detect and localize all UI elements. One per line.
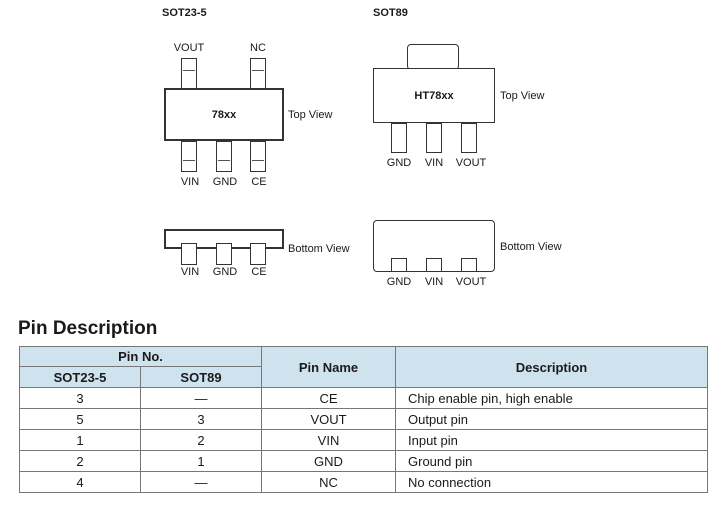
cell-sot89: 3	[140, 408, 262, 430]
pin-lead	[426, 123, 442, 153]
pin-label-nc: NC	[250, 42, 266, 54]
header-sot23: SOT23-5	[19, 366, 141, 388]
header-pin-name: Pin Name	[261, 346, 396, 388]
cell-sot89: —	[140, 387, 262, 409]
sot89-tab	[407, 44, 459, 70]
cell-pin-name: NC	[261, 471, 396, 493]
header-sot89: SOT89	[140, 366, 262, 388]
cell-sot89: 1	[140, 450, 262, 472]
pin-label-gnd: GND	[212, 176, 238, 188]
pin-lead	[216, 243, 232, 265]
pin-lead	[181, 141, 197, 172]
table-row: 2 1 GND Ground pin	[19, 450, 708, 472]
pin-description-table: Pin No. Pin Name Description SOT23-5 SOT…	[19, 346, 708, 493]
header-description: Description	[395, 346, 708, 388]
cell-sot23: 5	[19, 408, 141, 430]
table-row: 4 — NC No connection	[19, 471, 708, 493]
cell-sot23: 3	[19, 387, 141, 409]
sot89-title: SOT89	[373, 7, 408, 19]
header-pin-no: Pin No.	[19, 346, 262, 367]
pin-lead	[250, 243, 266, 265]
pin-label-ce: CE	[251, 266, 267, 278]
pin-lead	[181, 243, 197, 265]
cell-pin-name: VIN	[261, 429, 396, 451]
cell-sot89: —	[140, 471, 262, 493]
pin-label-vin: VIN	[180, 176, 200, 188]
cell-sot23: 2	[19, 450, 141, 472]
pin-lead	[250, 141, 266, 172]
pin-label-vout: VOUT	[455, 157, 487, 169]
cell-description: Ground pin	[395, 450, 708, 472]
pin-label-gnd: GND	[386, 157, 412, 169]
cell-description: Output pin	[395, 408, 708, 430]
sot23-chip-body	[164, 88, 284, 141]
cell-description: No connection	[395, 471, 708, 493]
sot89-chip-body	[373, 68, 495, 123]
cell-pin-name: GND	[261, 450, 396, 472]
pin-label-vin: VIN	[424, 157, 444, 169]
pin-label-gnd: GND	[212, 266, 238, 278]
pin-lead	[250, 58, 266, 89]
cell-description: Input pin	[395, 429, 708, 451]
cell-sot23: 4	[19, 471, 141, 493]
cell-sot23: 1	[19, 429, 141, 451]
pin-lead	[461, 258, 477, 272]
pin-lead	[216, 141, 232, 172]
pin-label-vin: VIN	[424, 276, 444, 288]
cell-pin-name: CE	[261, 387, 396, 409]
pin-label-ce: CE	[251, 176, 267, 188]
sot89-chip-label: HT78xx	[414, 90, 454, 102]
sot23-top-view-label: Top View	[288, 109, 333, 121]
cell-pin-name: VOUT	[261, 408, 396, 430]
pin-label-vout: VOUT	[173, 42, 205, 54]
table-row: 3 — CE Chip enable pin, high enable	[19, 387, 708, 409]
pin-label-vout: VOUT	[455, 276, 487, 288]
table-row: 5 3 VOUT Output pin	[19, 408, 708, 430]
sot89-top-view-label: Top View	[500, 90, 545, 102]
sot23-chip-label: 78xx	[211, 109, 237, 121]
pin-lead	[426, 258, 442, 272]
pin-lead	[461, 123, 477, 153]
sot89-bottom-view-label: Bottom View	[500, 241, 562, 253]
pin-label-vin: VIN	[180, 266, 200, 278]
sot23-bottom-view-label: Bottom View	[288, 243, 350, 255]
section-title: Pin Description	[18, 318, 158, 339]
pin-label-gnd: GND	[386, 276, 412, 288]
table-row: 1 2 VIN Input pin	[19, 429, 708, 451]
pin-lead	[391, 123, 407, 153]
pin-lead	[181, 58, 197, 89]
pin-lead	[391, 258, 407, 272]
cell-sot89: 2	[140, 429, 262, 451]
sot23-title: SOT23-5	[162, 7, 207, 19]
cell-description: Chip enable pin, high enable	[395, 387, 708, 409]
